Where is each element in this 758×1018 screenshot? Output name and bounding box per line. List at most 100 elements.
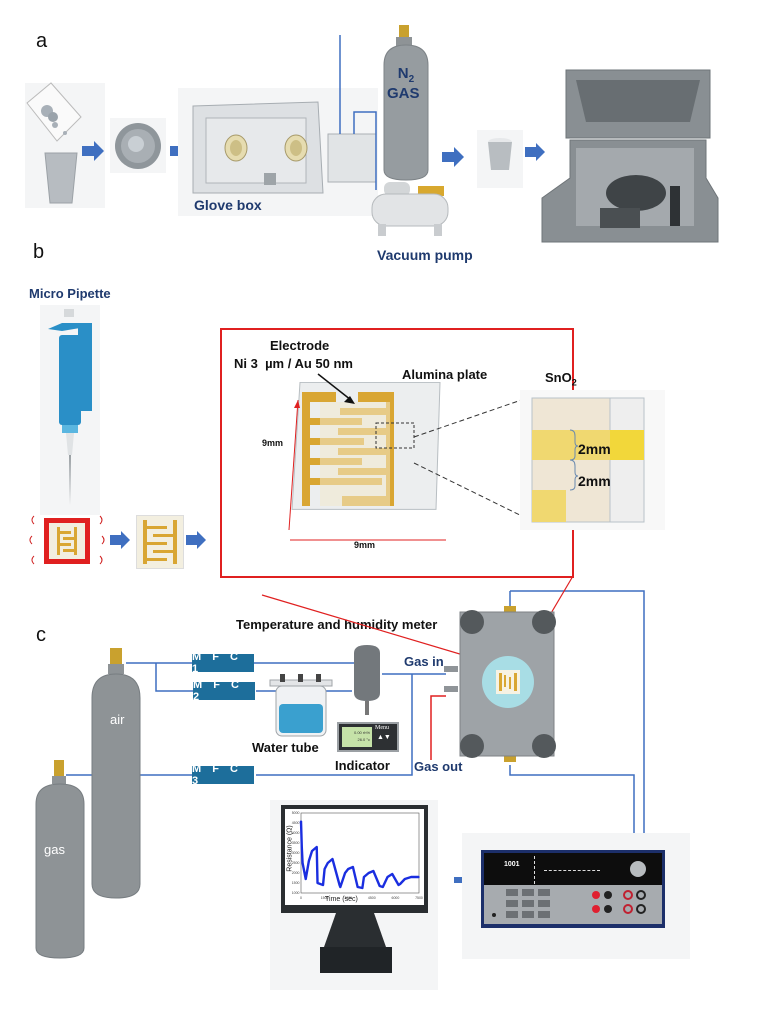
coated-substrate: [136, 515, 184, 569]
multimeter-readout: 1001: [504, 861, 520, 868]
chart-data-point: [386, 876, 389, 878]
monitor-stand-icon: [320, 913, 392, 973]
chart-data-point: [308, 860, 310, 862]
air-cylinder-label: air: [110, 712, 125, 727]
n2-subscript: 2: [408, 74, 415, 85]
sno2-label: SnO2: [545, 370, 577, 388]
chart-data-point: [367, 872, 370, 874]
indicator-menu-label: Menu: [375, 725, 389, 731]
heated-substrate: [44, 518, 90, 564]
display-divider: [534, 856, 535, 884]
chart-data-point: [316, 882, 319, 884]
powder-icon: [26, 82, 82, 204]
chart-data-point: [338, 884, 341, 886]
heat-waves-icon: [29, 515, 105, 565]
process-arrow: [110, 531, 130, 549]
dim-horizontal-label: 9mm: [354, 540, 376, 550]
chart-data-point: [418, 876, 420, 878]
chart-data-point: [315, 846, 318, 848]
chart-xlabel: Time (sec): [325, 896, 358, 903]
gas-chamber: [444, 600, 556, 770]
ball-mill-image: [540, 68, 722, 244]
chart-ylabel: Resistance (Ω): [286, 825, 294, 872]
chart-y-tick-label: 5000: [292, 811, 300, 815]
chart-data-point: [378, 885, 381, 887]
sno2-subscript: 2: [571, 377, 577, 388]
process-arrow: [82, 141, 104, 161]
chart-data-point: [300, 846, 303, 848]
chart-x-tick-label: 3000: [344, 896, 352, 900]
n2-gas-cylinder: N2 GAS: [381, 25, 431, 181]
glove-box-image: [178, 88, 378, 216]
multimeter-panel: [484, 885, 662, 924]
ball-mill-icon: [541, 69, 719, 243]
multimeter-screen: 1001: [484, 853, 662, 885]
water-tube: [269, 674, 333, 738]
vacuum-pump-label: Vacuum pump: [377, 247, 473, 263]
zoom-lines: [288, 373, 531, 541]
gas-cylinder: gas: [34, 760, 86, 960]
micro-pipette-label: Micro Pipette: [29, 286, 111, 301]
multimeter-buttons: [492, 889, 646, 918]
electrode-label: Electrode: [270, 338, 330, 353]
panel-a-label: a: [36, 30, 48, 52]
chart-data-point: [363, 876, 365, 878]
chart-y-tick-label: 3000: [292, 851, 300, 855]
mfc-3: M F C 3: [192, 763, 254, 787]
chart-y-tick-label: 3500: [292, 841, 300, 845]
powder-paper-image: [25, 82, 105, 208]
cylinder-icon: [383, 25, 429, 181]
chart-data-point: [304, 878, 307, 880]
chart-y-tick-label: 4000: [292, 831, 300, 835]
air-cylinder: air: [88, 648, 144, 900]
electrode-spec-label: Ni 3 µm / Au 50 nm: [234, 356, 353, 371]
chart-x-tick-label: 0: [300, 896, 302, 900]
chart-x-tick-label: 1500: [321, 896, 329, 900]
chart-y-tick-label: 1000: [292, 891, 300, 895]
multimeter-knob[interactable]: [630, 861, 646, 877]
chart-data-point: [300, 820, 302, 822]
chart-data-point: [404, 878, 406, 880]
chart-y-tick-label: 2000: [292, 871, 300, 875]
water-tube-icon: [269, 674, 333, 737]
chart-data-point: [323, 868, 326, 870]
chart-data-point: [352, 866, 354, 868]
gap-label-1: 2mm: [578, 441, 611, 457]
chart-data-point: [372, 870, 375, 872]
chart-y-tick-label: 2500: [292, 861, 300, 865]
crucible-icon: [488, 138, 512, 170]
dim-vertical-label: 9mm: [262, 438, 284, 448]
chart-y-tick-label: 1500: [292, 881, 300, 885]
process-arrow: [525, 143, 545, 161]
gap-label-2: 2mm: [578, 473, 611, 489]
sno2-zoom-grid: [520, 390, 665, 530]
cylinder-icon: [35, 760, 85, 959]
display-dashes: [544, 870, 600, 871]
indicator-display: 0.00 rh% 26.0 °c Menu ▲▼: [337, 722, 399, 752]
chart-data-point: [356, 886, 359, 888]
chart-data-point: [347, 868, 349, 870]
chart-data-point: [331, 858, 334, 860]
gas-in-label: Gas in: [404, 654, 444, 669]
gas-tubes: [339, 35, 377, 190]
panel-c-label: c: [36, 624, 46, 646]
indicator-temp: 26.0 °c: [357, 737, 371, 742]
micro-pipette-image: [40, 305, 100, 515]
chart-data-point: [382, 886, 384, 888]
electrode-icon: [143, 520, 177, 564]
chart-y-tick-label: 4500: [292, 821, 300, 825]
chart-data-point: [391, 873, 394, 875]
chamber-icon: [459, 606, 556, 762]
water-tube-label: Water tube: [252, 740, 319, 755]
sensor-chip: [291, 381, 441, 510]
chart-data-point: [339, 886, 342, 888]
chart-data-point: [344, 872, 346, 874]
chart-data-point: [322, 884, 324, 886]
n2-formula: N: [397, 65, 409, 82]
gas-cylinder-label: gas: [44, 842, 65, 857]
chart-data-point: [399, 883, 401, 885]
n2-gas-label: GAS: [387, 85, 420, 102]
multimeter: 1001: [481, 850, 665, 928]
process-arrow: [442, 147, 464, 167]
